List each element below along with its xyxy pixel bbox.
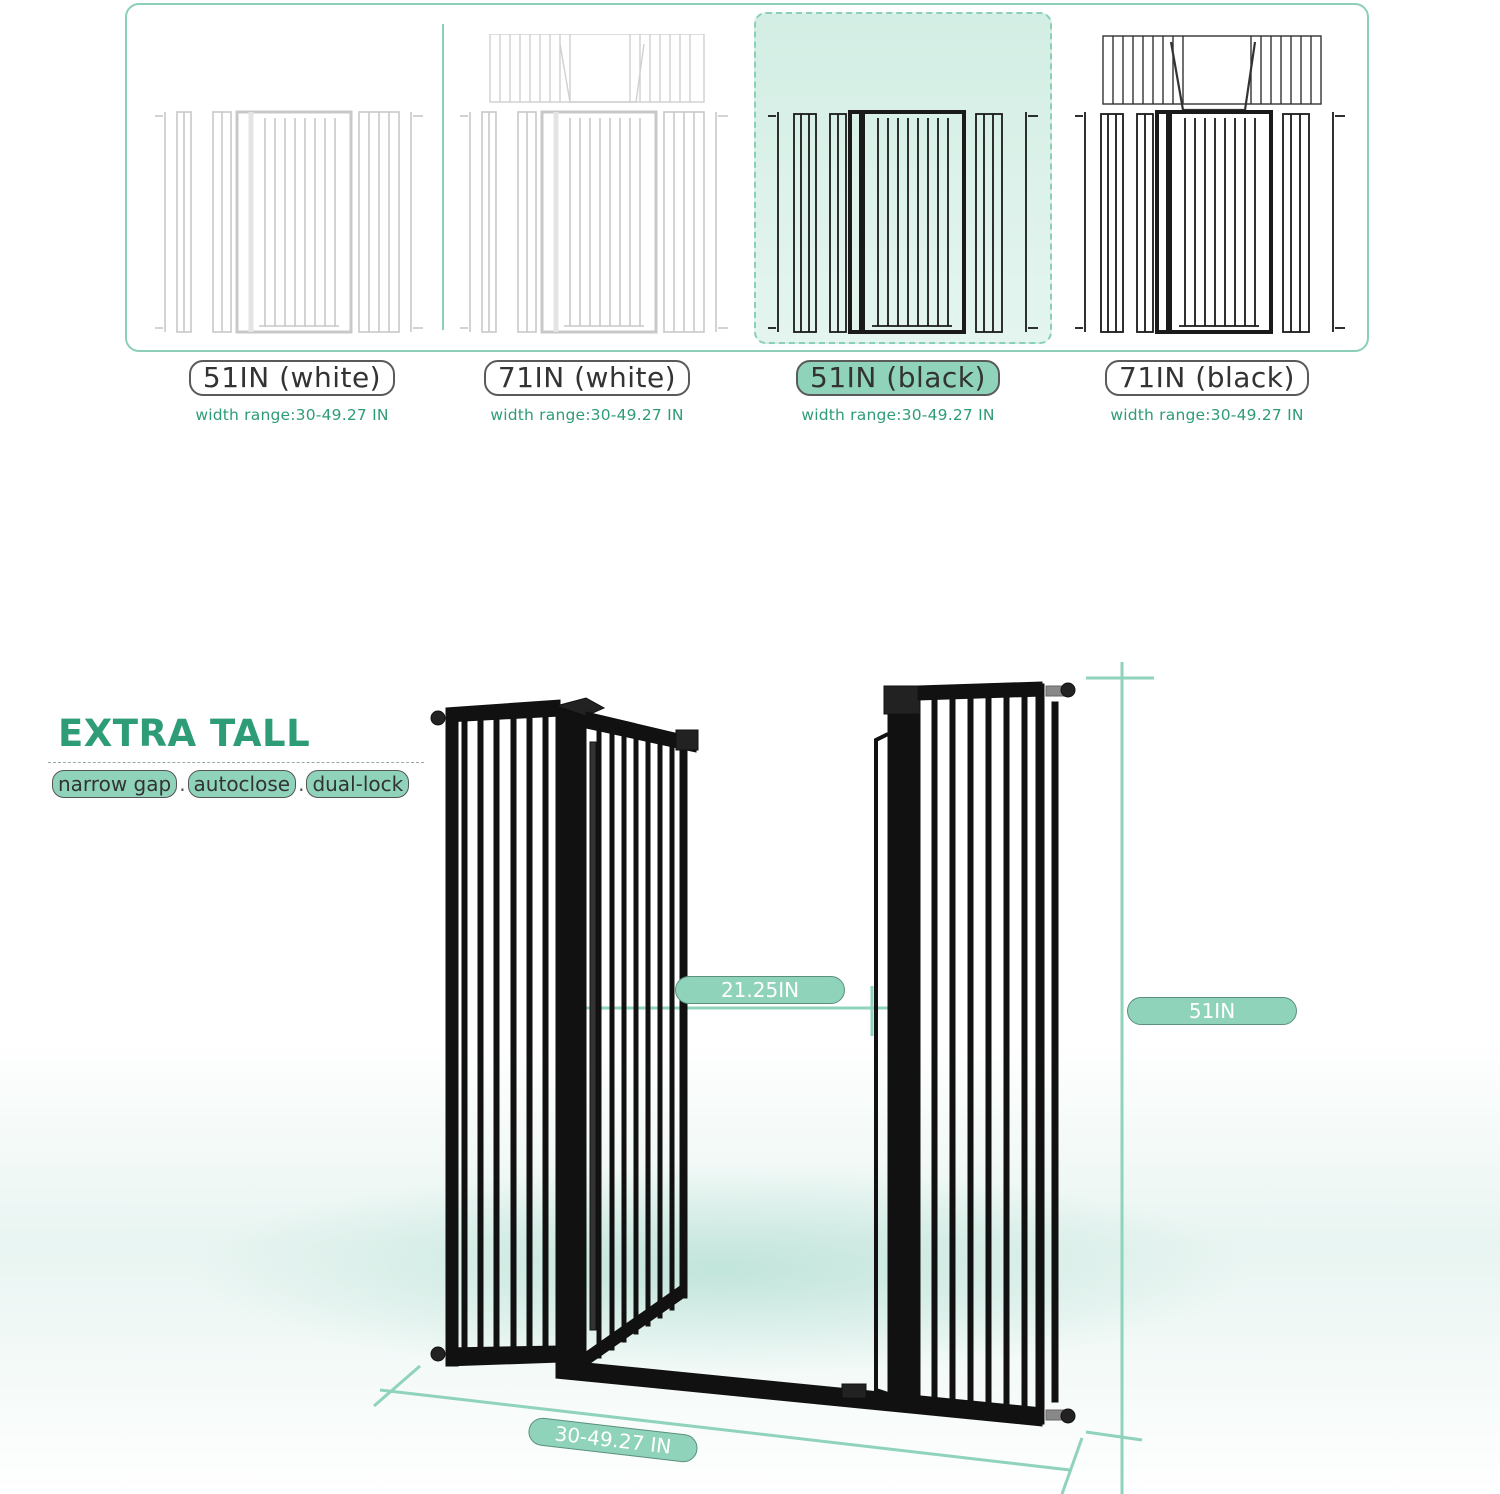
headline: EXTRA TALL	[58, 712, 311, 755]
variant-name: 71IN (black)	[1105, 360, 1309, 396]
feature-tags: narrow gap . autoclose . dual-lock	[52, 770, 410, 798]
gap-dimension-label: 21.25IN	[675, 976, 845, 1004]
height-dimension-label: 51IN	[1127, 997, 1297, 1025]
panel-divider	[442, 24, 444, 330]
gate-thumbnail-51in-white[interactable]	[155, 34, 425, 334]
variant-option-71in-black[interactable]: 71IN (black) width range:30-49.27 IN	[1067, 360, 1347, 424]
headline-divider	[48, 762, 424, 763]
feature-separator: .	[298, 772, 305, 796]
width-dimension-line	[379, 1388, 1071, 1472]
gate-thumbnail-51in-black[interactable]	[768, 34, 1038, 334]
variant-width-range: width range:30-49.27 IN	[490, 406, 684, 424]
variant-option-51in-white[interactable]: 51IN (white) width range:30-49.27 IN	[152, 360, 432, 424]
variant-width-range: width range:30-49.27 IN	[195, 406, 389, 424]
gate-thumbnail-71in-black[interactable]	[1075, 34, 1345, 334]
variant-option-51in-black[interactable]: 51IN (black) width range:30-49.27 IN	[758, 360, 1038, 424]
feature-tag-autoclose: autoclose	[187, 770, 297, 798]
variant-name-selected: 51IN (black)	[796, 360, 1000, 396]
variant-name: 51IN (white)	[188, 360, 396, 396]
variant-option-71in-white[interactable]: 71IN (white) width range:30-49.27 IN	[447, 360, 727, 424]
feature-separator: .	[179, 772, 186, 796]
feature-tag-narrow-gap: narrow gap	[52, 770, 178, 798]
gate-thumbnail-71in-white[interactable]	[460, 34, 730, 334]
variant-name: 71IN (white)	[483, 360, 691, 396]
gate-frame	[430, 681, 1076, 1427]
variant-width-range: width range:30-49.27 IN	[801, 406, 995, 424]
variant-width-range: width range:30-49.27 IN	[1110, 406, 1304, 424]
variant-panel	[125, 3, 1369, 352]
dimension-lines	[373, 662, 1154, 1494]
feature-tag-dual-lock: dual-lock	[306, 770, 410, 798]
